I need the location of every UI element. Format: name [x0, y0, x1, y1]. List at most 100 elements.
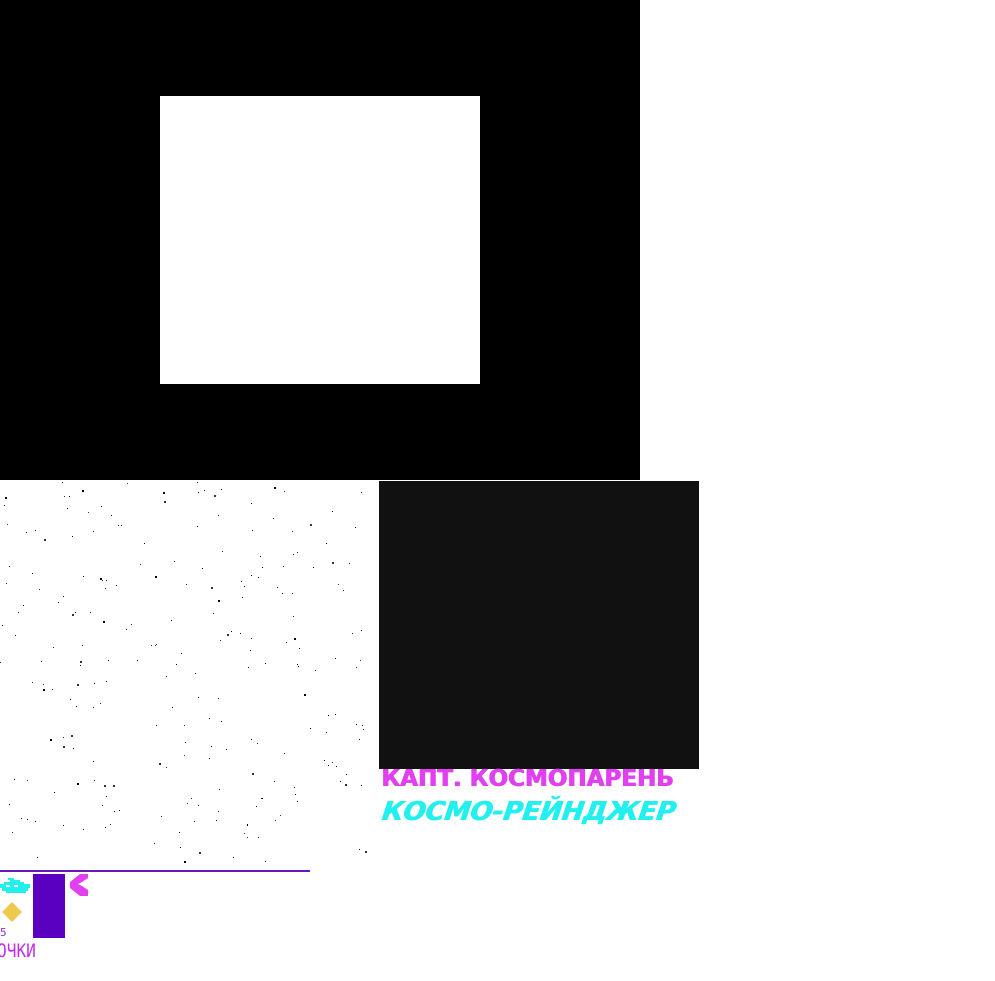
- star: [280, 815, 281, 816]
- star: [209, 718, 210, 719]
- star: [103, 621, 105, 623]
- star: [202, 568, 203, 569]
- star: [121, 525, 122, 526]
- star: [363, 729, 364, 730]
- star: [247, 824, 248, 825]
- star: [343, 590, 344, 591]
- star: [104, 785, 106, 787]
- star: [338, 584, 339, 585]
- star: [106, 681, 107, 682]
- star: [137, 660, 138, 661]
- star: [179, 832, 180, 833]
- star: [72, 536, 73, 537]
- star: [198, 697, 199, 698]
- star: [50, 739, 52, 741]
- star: [247, 837, 248, 838]
- star: [15, 635, 16, 636]
- star: [131, 624, 132, 625]
- star: [93, 761, 94, 762]
- star: [297, 664, 298, 665]
- star: [181, 653, 182, 654]
- star: [332, 562, 334, 564]
- star: [261, 798, 262, 799]
- star: [197, 482, 198, 483]
- star: [155, 576, 157, 578]
- star: [340, 781, 341, 782]
- star: [119, 810, 120, 811]
- star: [88, 512, 89, 513]
- star: [274, 781, 275, 782]
- star: [283, 566, 284, 567]
- star: [244, 586, 245, 587]
- gem-icon: [2, 902, 22, 922]
- star: [58, 602, 59, 603]
- star: [172, 707, 173, 708]
- star: [184, 755, 185, 756]
- star: [299, 648, 300, 649]
- star: [231, 631, 232, 632]
- star: [151, 645, 152, 646]
- star: [265, 861, 266, 862]
- star: [258, 837, 259, 838]
- star: [218, 515, 219, 516]
- score-label: ОЧКИ: [0, 940, 36, 962]
- star: [9, 804, 10, 805]
- star: [332, 511, 333, 512]
- star: [187, 803, 188, 804]
- star: [274, 487, 276, 489]
- star: [251, 638, 252, 639]
- star: [64, 496, 65, 497]
- star: [110, 824, 111, 825]
- star: [265, 663, 266, 664]
- star: [221, 721, 222, 722]
- heart-icon: [70, 874, 88, 896]
- star: [365, 851, 367, 853]
- ship-icon: [0, 878, 30, 893]
- star: [12, 832, 13, 833]
- star: [211, 587, 213, 589]
- star: [4, 505, 5, 506]
- star: [126, 629, 127, 630]
- star: [9, 566, 10, 567]
- star: [286, 642, 287, 643]
- star: [240, 633, 241, 634]
- star: [328, 765, 329, 766]
- star: [159, 763, 161, 765]
- star: [82, 645, 83, 646]
- star: [198, 492, 199, 493]
- star: [156, 644, 157, 645]
- star: [359, 739, 360, 740]
- star: [174, 561, 175, 562]
- star: [27, 819, 28, 820]
- star: [248, 667, 249, 668]
- star: [73, 748, 74, 749]
- star: [252, 530, 253, 531]
- star: [197, 526, 198, 527]
- star: [294, 638, 296, 640]
- star: [361, 785, 362, 786]
- star: [242, 597, 243, 598]
- star: [39, 589, 40, 590]
- star: [335, 658, 336, 659]
- star: [43, 684, 44, 685]
- star: [80, 665, 81, 666]
- star: [93, 531, 94, 532]
- star: [256, 806, 257, 807]
- star: [164, 501, 166, 503]
- star: [161, 816, 162, 817]
- viewport-frame: [0, 0, 640, 480]
- star: [90, 612, 91, 613]
- star: [209, 758, 210, 759]
- star: [35, 530, 36, 531]
- star: [262, 798, 263, 799]
- star: [166, 676, 167, 677]
- star: [82, 490, 84, 492]
- star: [106, 580, 107, 581]
- star: [63, 825, 64, 826]
- star: [116, 585, 117, 586]
- star: [284, 491, 285, 492]
- star: [163, 492, 165, 494]
- star: [185, 742, 186, 743]
- star: [53, 647, 54, 648]
- star: [361, 630, 362, 631]
